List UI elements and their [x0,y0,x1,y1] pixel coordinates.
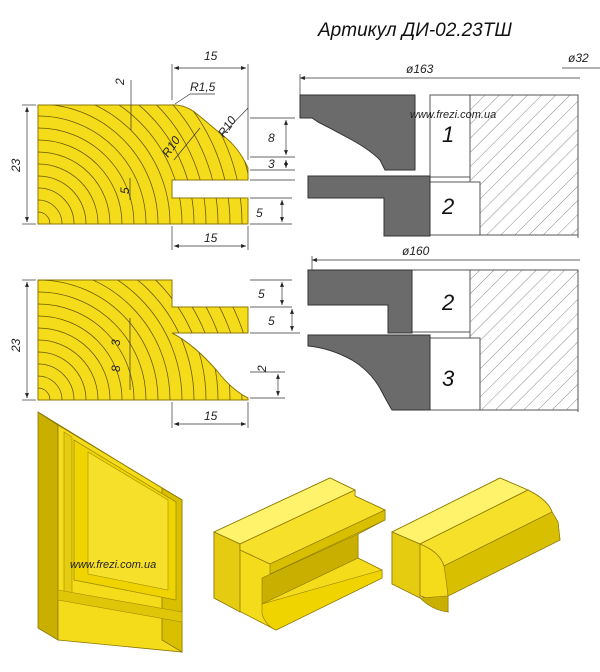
profile-top: 15 2 R1,5 R10 R10 8 3 5 5 23 15 [9,49,295,250]
article-title: Артикул ДИ-02.23ТШ [318,20,512,41]
blade-2b [307,269,413,334]
blade-label-3: 3 [442,366,455,391]
watermark-top: www.frezi.com.ua [410,109,496,121]
blade-label-2b: 2 [441,290,454,315]
dia-bore-top: ø32 [568,51,589,65]
cutter-bottom: ø160 2 3 [307,244,580,412]
blade-2 [307,175,431,237]
cutter-top: ø163 ø32 1 2 www.frezi.com.ua [299,51,600,238]
hatched-body-bottom [469,269,579,411]
hatched-body-top [469,94,579,236]
profile-piece-3d-b [391,477,561,613]
dim-right-8: 8 [268,131,275,145]
blade-1 [299,94,416,171]
profile-bottom: 23 5 5 3 8 2 15 [9,279,300,428]
dim-left-8: 8 [109,365,123,372]
dim-left-3: 3 [109,339,123,346]
blade-label-1: 1 [442,122,454,147]
dim-right-5: 5 [256,206,263,220]
profile-piece-3d-a [213,477,386,631]
dim-height-b: 23 [9,338,23,353]
dim-top-step: 2 [113,78,127,86]
dim-top-width: 15 [204,49,218,63]
dim-right-3: 3 [268,157,275,171]
watermark-frame: www.frezi.com.ua [70,559,156,571]
dim-r-small: R1,5 [190,80,216,94]
dim-right-2: 2 [255,365,269,373]
blade-label-2: 2 [441,194,454,219]
blade-3 [307,334,431,411]
dim-tenon-5b: 5 [268,314,275,328]
dim-tenon-5a: 5 [258,287,265,301]
frame-corner-3d: www.frezi.com.ua [37,411,183,653]
dim-bottom-15-b: 15 [204,409,218,423]
dia-outer-bottom: ø160 [402,244,430,258]
dim-slot-5: 5 [118,187,132,194]
dim-bottom-15: 15 [204,231,218,245]
dim-height: 23 [9,158,23,173]
dia-outer-top: ø163 [406,62,434,76]
